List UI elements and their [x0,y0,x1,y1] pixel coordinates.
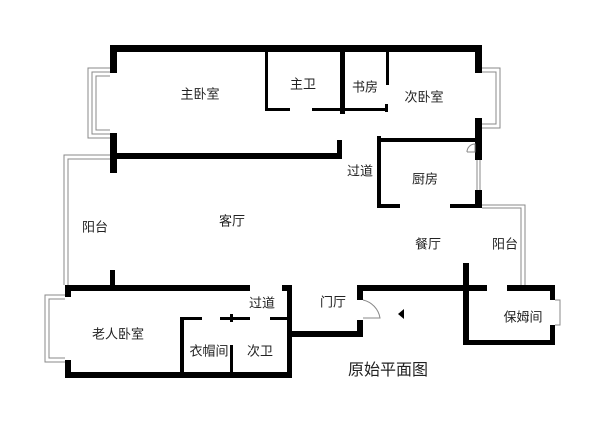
wall [378,138,480,142]
wall [65,372,292,378]
room-label-foyer: 门厅 [319,295,347,311]
windows [44,67,561,363]
wall [270,317,290,320]
wall [550,285,555,300]
entrance-arrow-icon [398,309,404,319]
plan-title: 原始平面图 [347,360,429,379]
wall [507,285,555,291]
room-label-study: 书房 [351,80,379,96]
balcony-rail [482,204,526,285]
wall [220,317,250,320]
wall [357,285,363,300]
wall [386,50,389,85]
wall [463,340,555,345]
window [482,67,501,129]
wall [340,50,345,114]
room-label-maid-room: 保姆间 [503,310,543,326]
wall [265,108,290,111]
wall [377,136,381,208]
room-label-elderly-bedroom: 老人卧室 [91,327,145,343]
wall [110,153,342,159]
wall [463,263,469,345]
wall [450,204,482,208]
room-label-second-bath: 次卫 [246,344,274,360]
window [476,160,481,190]
room-label-cloakroom: 衣帽间 [189,344,229,360]
wall [292,331,363,337]
wall [180,317,202,320]
window [44,294,65,363]
wall [110,270,115,290]
wall [550,325,555,345]
wall [377,204,400,208]
room-label-corridor-bottom: 过道 [248,296,276,312]
room-label-living-room: 客厅 [218,214,246,230]
wall [337,140,342,159]
wall [475,190,482,208]
wall [265,50,268,111]
room-label-balcony-left: 阳台 [81,220,109,236]
wall [385,104,388,112]
wall [65,285,71,297]
room-label-balcony-right: 阳台 [491,237,519,253]
wall [180,317,184,375]
window [87,67,110,139]
balcony-rail [63,154,110,285]
room-label-corridor-top: 过道 [346,164,374,180]
wall [65,285,250,291]
wall [287,285,292,378]
wall [357,285,487,291]
wall [110,45,117,73]
wall [312,108,388,111]
wall [230,345,233,375]
wall [357,320,363,337]
room-label-dining-room: 餐厅 [414,237,442,253]
room-label-kitchen: 厨房 [411,172,439,188]
window [555,299,561,326]
room-label-master-bedroom: 主卧室 [180,87,220,103]
room-label-master-bath: 主卫 [289,77,317,93]
wall [65,360,71,378]
room-label-second-bedroom: 次卧室 [404,90,444,106]
wall-top [110,45,482,52]
wall [475,45,482,73]
wall [230,314,233,322]
door-swing [362,299,381,319]
walls [65,45,555,378]
door-swing [466,143,476,153]
